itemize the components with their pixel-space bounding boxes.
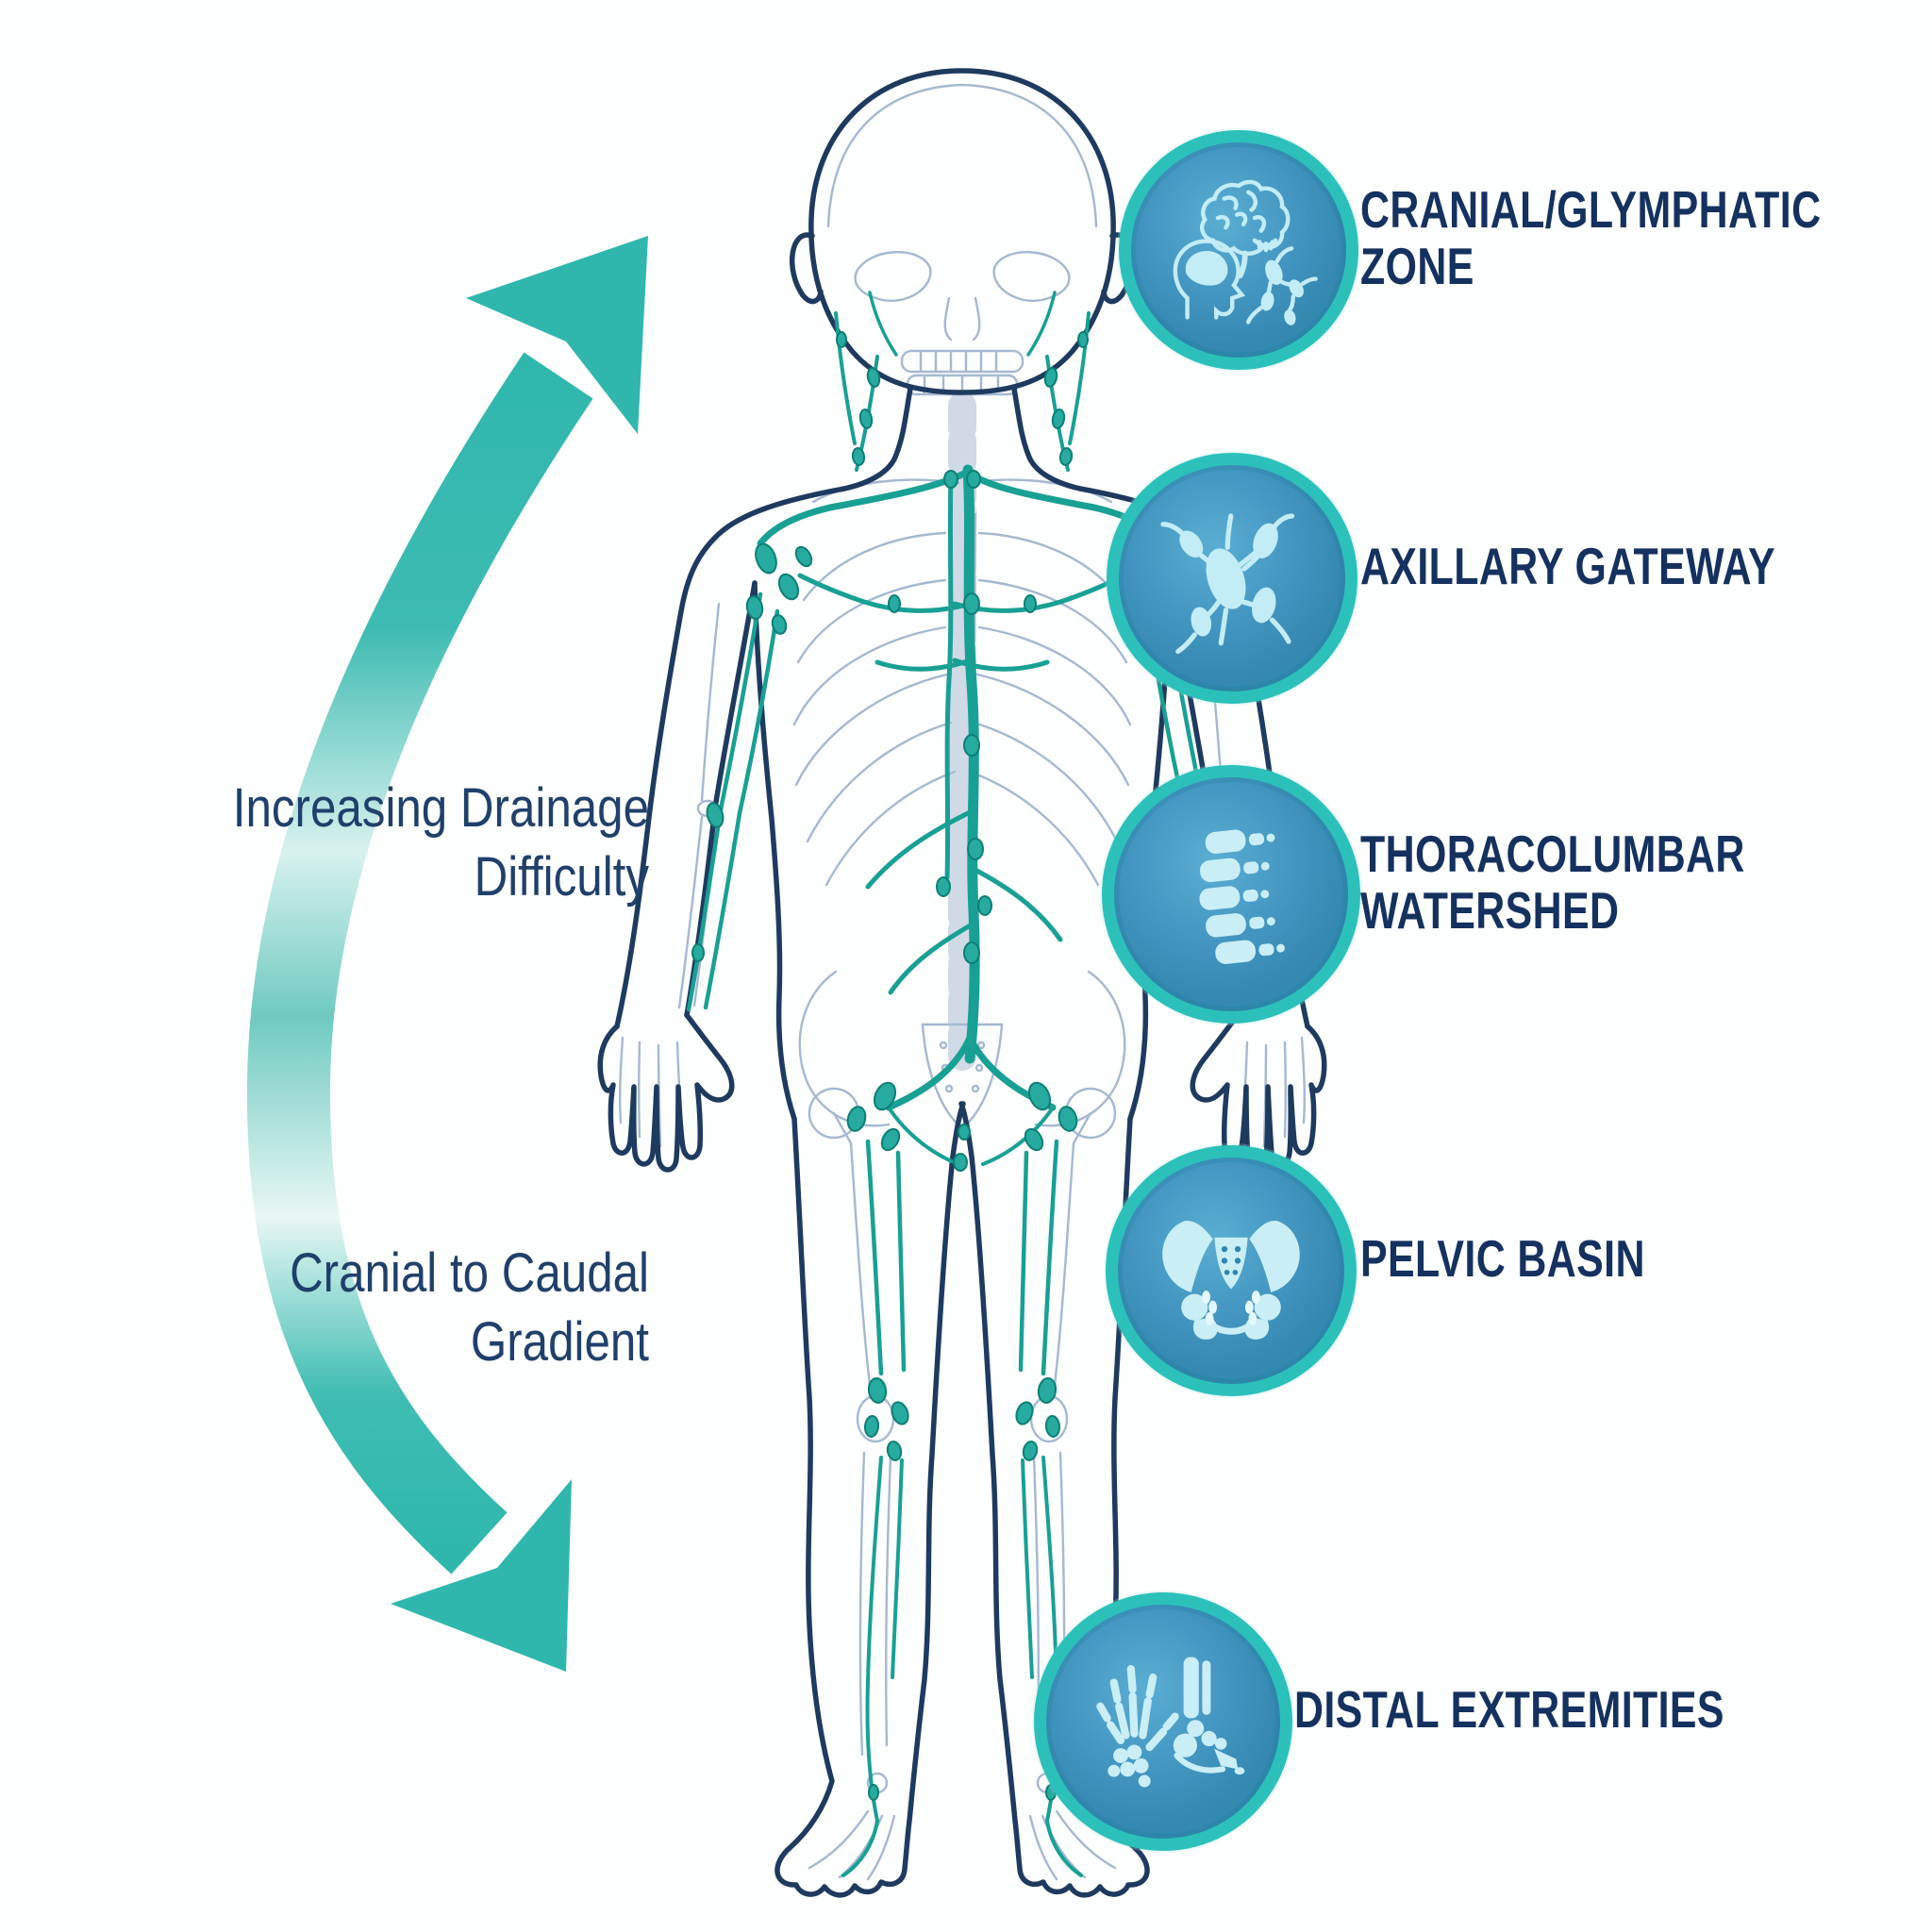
spine-icon — [1199, 829, 1285, 964]
brain-head-lymph-icon — [1173, 179, 1318, 325]
arrow-head-down-icon — [391, 1479, 572, 1672]
zone-label-line: DISTAL EXTREMITIES — [1294, 1680, 1724, 1739]
cranial-caudal-arrow — [246, 236, 648, 1672]
zone-circle-thoracolumbar-watershed — [1102, 765, 1360, 1024]
zone-circle-axillary-gateway — [1107, 453, 1357, 704]
zone-label-line: AXILLARY GATEWAY — [1360, 537, 1776, 595]
zone-circle-cranial-glymphatic — [1119, 130, 1358, 370]
arrow-label-line: Gradient — [470, 1311, 649, 1373]
zone-circle-distal-extremities — [1034, 1592, 1292, 1851]
arrow-head-up-icon — [466, 236, 648, 434]
zone-label-thoracolumbar-watershed: THORACOLUMBAR WATERSHED — [1360, 825, 1745, 939]
zone-label-axillary-gateway: AXILLARY GATEWAY — [1360, 538, 1775, 594]
pelvis-icon — [1162, 1220, 1300, 1340]
zone-label-line: CRANIAL/GLYMPHATIC — [1360, 180, 1822, 239]
zone-label-distal-extremities: DISTAL EXTREMITIES — [1294, 1681, 1724, 1738]
zone-label-line: ZONE — [1360, 237, 1474, 295]
arrow-label-line: Difficulty — [474, 846, 649, 908]
zone-label-cranial-glymphatic: CRANIAL/GLYMPHATIC ZONE — [1360, 181, 1821, 294]
arrow-label-cranial-caudal-gradient: Cranial to Caudal Gradient — [200, 1239, 649, 1376]
zone-label-line: WATERSHED — [1360, 881, 1620, 940]
zone-label-line: THORACOLUMBAR — [1360, 824, 1745, 883]
arrow-label-line: Cranial to Caudal — [290, 1242, 649, 1304]
arrow-label-drainage-difficulty: Increasing Drainage Difficulty — [200, 774, 649, 911]
arrow-label-line: Increasing Drainage — [232, 777, 649, 839]
zone-label-pelvic-basin: PELVIC BASIN — [1360, 1230, 1645, 1287]
hand-foot-bones-icon — [1096, 1657, 1245, 1788]
zone-circle-pelvic-basin — [1106, 1145, 1357, 1396]
lymph-node-cluster-icon — [1159, 512, 1294, 654]
zone-label-line: PELVIC BASIN — [1360, 1229, 1645, 1288]
